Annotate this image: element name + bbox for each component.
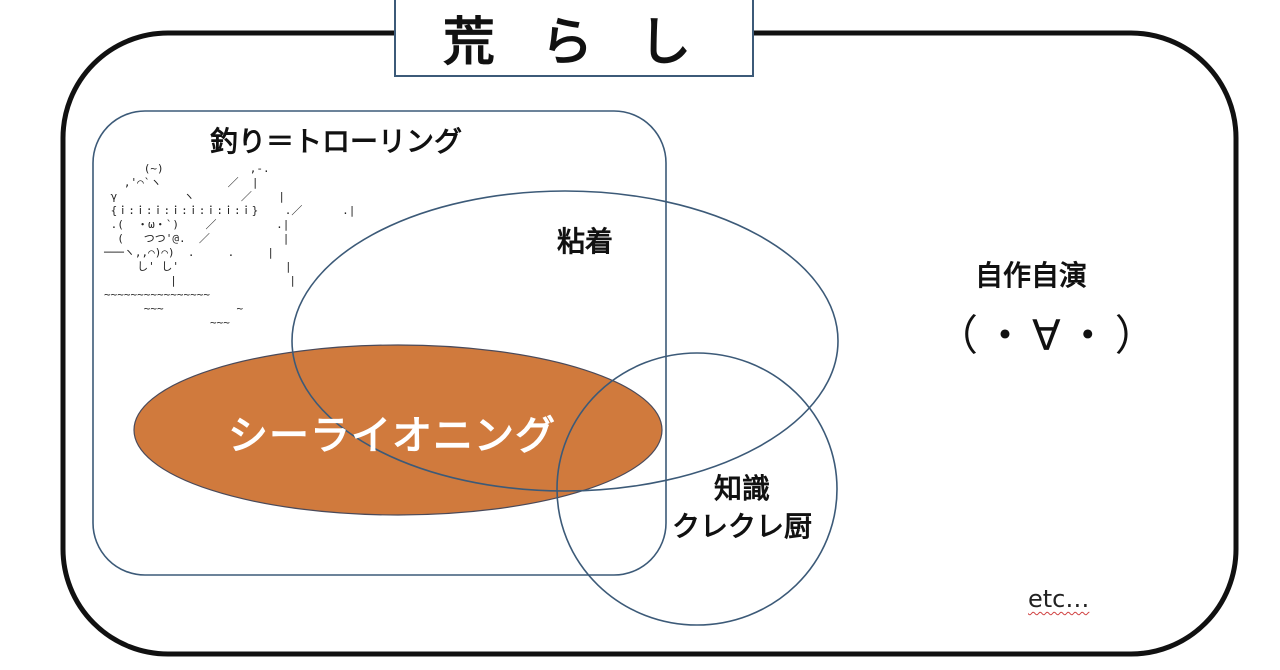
knowledge-label-line2: クレクレ厨 [671,510,812,543]
knowledge-label-line1: 知識 [713,472,770,505]
fishing-ascii-art: (~) ,-. ,'⌒`ヽ ／ | γ ヽ ／ | {ｉ:ｉ:ｉ:ｉ:ｉ:ｉ:ｉ… [104,162,356,329]
knowledge-set [556,352,838,626]
etc-label: etc… [1028,585,1090,613]
sticky-set [291,190,839,492]
trolling-label: 釣り＝トローリング [210,125,463,158]
sock-puppet-label: 自作自演 [975,259,1088,292]
trolling-set [92,110,667,576]
sealioning-set [133,344,663,516]
title-box: 荒 ら し [394,0,754,77]
sealioning-label: シーライオニング [228,413,556,459]
knowledge-label: 知識 クレクレ厨 [662,470,822,546]
sticky-label: 粘着 [557,225,614,258]
emoticon-face: （・∀・） [936,311,1163,360]
diagram-title: 荒 ら し [442,13,706,73]
